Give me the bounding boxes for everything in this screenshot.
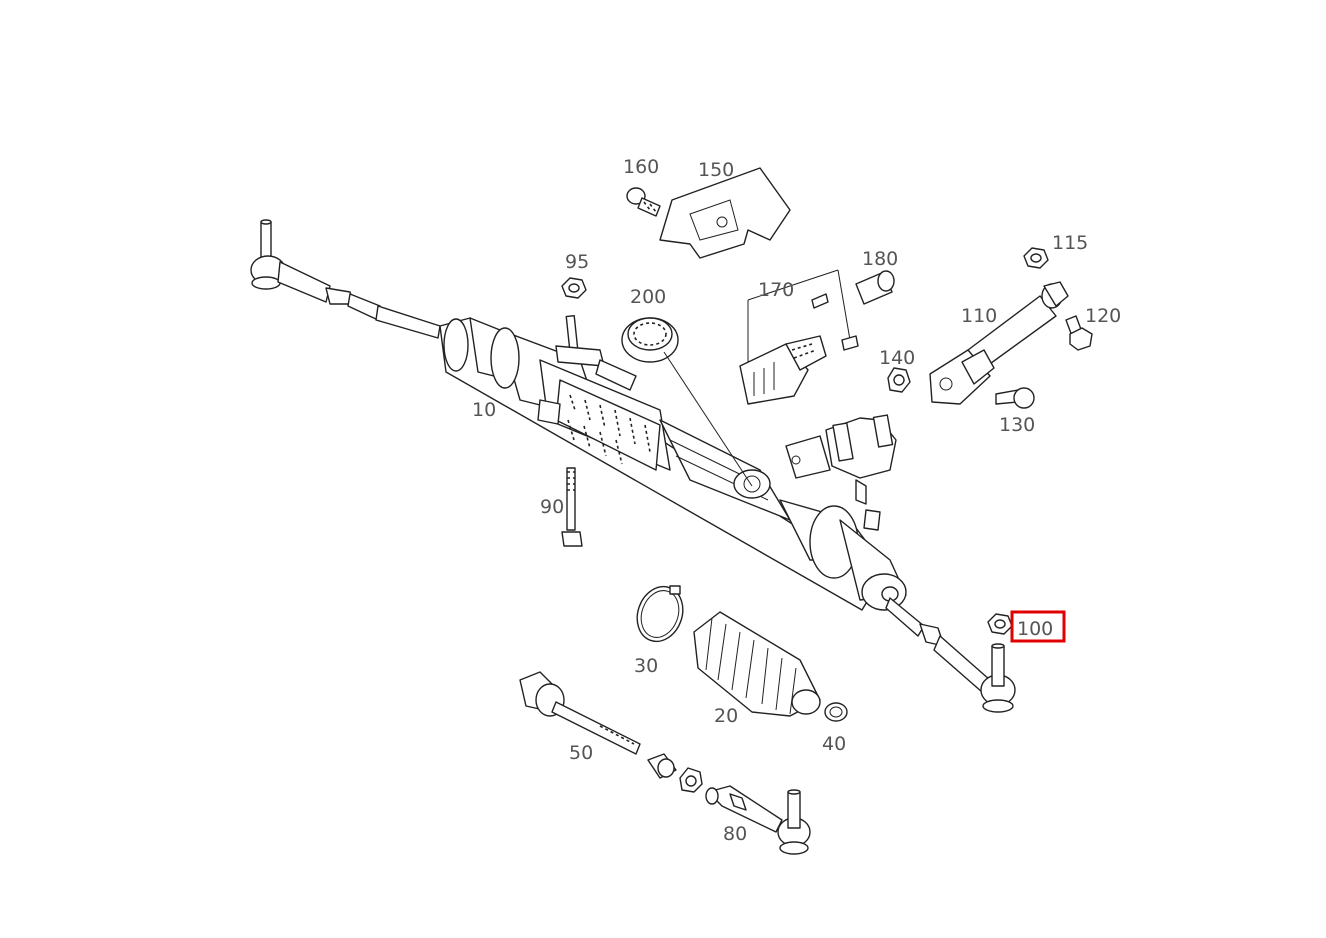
highlight-box-100	[1010, 610, 1066, 643]
callout-180: 180	[862, 248, 898, 270]
callout-160: 160	[623, 156, 659, 178]
bolt-130[interactable]	[995, 387, 1035, 409]
callout-120: 120	[1085, 305, 1121, 327]
callout-200: 200	[630, 286, 666, 308]
right-tie-rod-end[interactable]	[885, 597, 1016, 713]
sleeve-180[interactable]	[855, 270, 895, 305]
bolt-120[interactable]	[1065, 315, 1093, 351]
clamp-40[interactable]	[824, 702, 848, 722]
bolt-160[interactable]	[626, 187, 661, 217]
callout-100[interactable]: 100	[1017, 618, 1053, 640]
cover-150[interactable]	[659, 167, 791, 259]
inner-tie-rod-50[interactable]	[519, 671, 641, 755]
callout-150: 150	[698, 159, 734, 181]
outer-tie-rod-end-80[interactable]	[705, 785, 811, 855]
callout-50: 50	[569, 742, 593, 764]
intermediate-shaft-110[interactable]	[929, 281, 1069, 405]
nut-95[interactable]	[561, 277, 587, 299]
left-tie-rod-end[interactable]	[250, 219, 381, 321]
callout-130: 130	[999, 414, 1035, 436]
plug-200[interactable]	[621, 317, 753, 487]
callout-95: 95	[565, 251, 589, 273]
callout-30: 30	[634, 655, 658, 677]
callout-40: 40	[822, 733, 846, 755]
bolt-90[interactable]	[561, 467, 583, 547]
nut-100[interactable]	[987, 613, 1013, 635]
callout-140: 140	[879, 347, 915, 369]
steering-rack-housing[interactable]	[375, 305, 907, 611]
callout-110: 110	[961, 305, 997, 327]
nut-140[interactable]	[887, 367, 911, 393]
motor-170[interactable]	[739, 269, 859, 405]
clamp-30[interactable]	[630, 580, 690, 648]
callout-115: 115	[1052, 232, 1088, 254]
lock-nut[interactable]	[647, 753, 703, 793]
nut-115[interactable]	[1023, 247, 1049, 269]
callout-20: 20	[714, 705, 738, 727]
callout-170: 170	[758, 279, 794, 301]
bellows-boot-20[interactable]	[693, 611, 821, 717]
callout-90: 90	[540, 496, 564, 518]
callout-80: 80	[723, 823, 747, 845]
callout-10: 10	[472, 399, 496, 421]
